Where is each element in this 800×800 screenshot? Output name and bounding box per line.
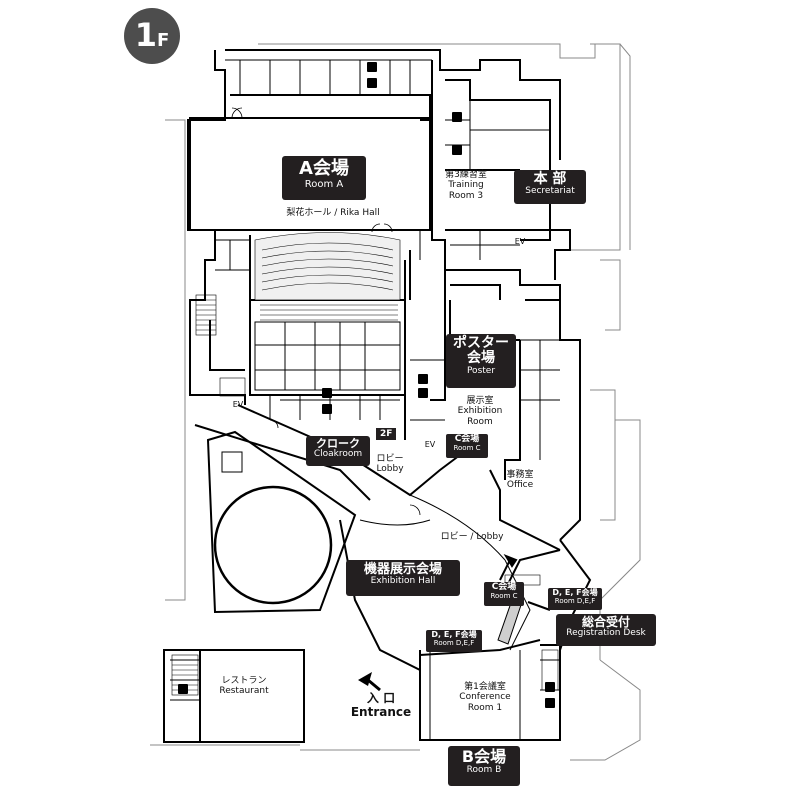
room-a-jp: A会場 [299, 158, 349, 179]
room-c-top-en: Room C [453, 443, 481, 452]
rika-hall-text: 梨花ホール / Rika Hall [286, 208, 380, 218]
ev-mid-text: EV [424, 440, 436, 449]
ev-top-text: EV [514, 237, 526, 246]
exhibition-hall-shape [206, 430, 357, 614]
room-def-left-jp: D, E, F会場 [431, 630, 477, 639]
lobby-main-text: ロビー / Lobby [440, 532, 504, 542]
entrance-en: Entrance [350, 704, 412, 719]
cloakroom-en: Cloakroom [313, 449, 363, 460]
interior-partitions [170, 59, 560, 740]
secretariat-jp: 本 部 [533, 171, 567, 187]
room-def-right-jp: D, E, F会場 [552, 588, 598, 597]
exhibition-room-jp: 展示室 [466, 396, 494, 406]
lobby-curve [359, 494, 531, 651]
room-c-top-jp: C会場 [454, 434, 480, 444]
exhibition-hall-en: Exhibition Hall [370, 576, 436, 587]
exhibition-room-en2: Room [467, 416, 493, 427]
label-cloakroom[interactable]: クローク Cloakroom [306, 436, 370, 466]
conference-en1: Conference [459, 692, 511, 703]
label-stairs-2f[interactable]: 2F [376, 428, 397, 440]
label-conference-room-1: 第1会議室 Conference Room 1 [448, 682, 522, 713]
label-ev-mid: EV [422, 440, 438, 449]
label-restaurant: レストラン Restaurant [214, 676, 274, 697]
poster-jp2: 会場 [467, 350, 495, 367]
label-poster[interactable]: ポスター 会場 Poster [446, 334, 516, 388]
exhibition-room-en1: Exhibition [457, 406, 503, 417]
training-jp: 第3練習室 [445, 170, 487, 180]
registration-en: Registration Desk [566, 628, 646, 639]
floor-number: 1 [134, 16, 157, 54]
room-b-jp: B会場 [461, 747, 507, 766]
room-c-bottom-jp: C会場 [491, 582, 517, 592]
entrance-jp: 入 口 [366, 691, 396, 705]
label-entrance[interactable]: 入 口 Entrance [346, 691, 416, 720]
floor-badge: 1 F [124, 8, 180, 64]
training-en2: Room 3 [448, 190, 484, 201]
room-def-right-en: Room D,E,F [554, 596, 596, 605]
room-def-left-en: Room D,E,F [433, 638, 475, 647]
training-en1: Training [448, 180, 484, 191]
label-training-room-3: 第3練習室 Training Room 3 [436, 170, 496, 201]
conference-en2: Room 1 [467, 702, 503, 713]
label-room-c-top[interactable]: C会場 Room C [446, 434, 488, 458]
conference-jp: 第1会議室 [464, 682, 506, 692]
label-rika-hall: 梨花ホール / Rika Hall [268, 208, 398, 218]
secretariat-en: Secretariat [525, 186, 575, 197]
cloakroom-jp: クローク [316, 437, 360, 450]
lobby-small-en: Lobby [376, 464, 404, 475]
label-lobby-main: ロビー / Lobby [432, 532, 512, 542]
lobby-small-jp: ロビー [376, 454, 404, 464]
label-room-a[interactable]: A会場 Room A [282, 156, 366, 200]
label-room-def-right[interactable]: D, E, F会場 Room D,E,F [548, 588, 602, 610]
label-ev-top: EV [512, 237, 528, 246]
floor-letter: F [156, 30, 170, 51]
ev-left-text: EV [232, 400, 244, 409]
label-exhibition-hall[interactable]: 機器展示会場 Exhibition Hall [346, 560, 460, 596]
label-office: 事務室 Office [500, 470, 540, 491]
registration-desk-shape [497, 599, 523, 645]
toilet-icons [178, 62, 555, 708]
door-swings [231, 107, 421, 516]
label-room-c-bottom[interactable]: C会場 Room C [484, 582, 524, 606]
label-registration[interactable]: 総合受付 Registration Desk [556, 614, 656, 646]
office-en: Office [506, 480, 534, 491]
restaurant-jp: レストラン [221, 676, 267, 686]
room-b-en: Room B [466, 764, 502, 775]
auditorium-seating [254, 232, 401, 321]
label-room-b[interactable]: B会場 Room B [448, 746, 520, 786]
label-exhibition-room: 展示室 Exhibition Room [450, 396, 510, 427]
poster-en: Poster [466, 365, 496, 376]
restaurant-en: Restaurant [219, 686, 269, 697]
registration-jp: 総合受付 [581, 615, 630, 629]
exhibition-hall-jp: 機器展示会場 [363, 562, 442, 577]
outer-site-outline [150, 43, 641, 761]
poster-jp1: ポスター [453, 335, 509, 351]
entrance-arrow-icon [358, 672, 381, 692]
label-lobby-small: ロビー Lobby [370, 454, 410, 475]
room-a-en: Room A [304, 178, 344, 190]
label-secretariat[interactable]: 本 部 Secretariat [514, 170, 586, 204]
label-ev-left: EV [230, 400, 246, 409]
label-room-def-left[interactable]: D, E, F会場 Room D,E,F [426, 630, 482, 652]
auditorium-grid [254, 321, 401, 391]
room-c-bottom-en: Room C [490, 591, 518, 600]
office-jp: 事務室 [506, 470, 534, 480]
